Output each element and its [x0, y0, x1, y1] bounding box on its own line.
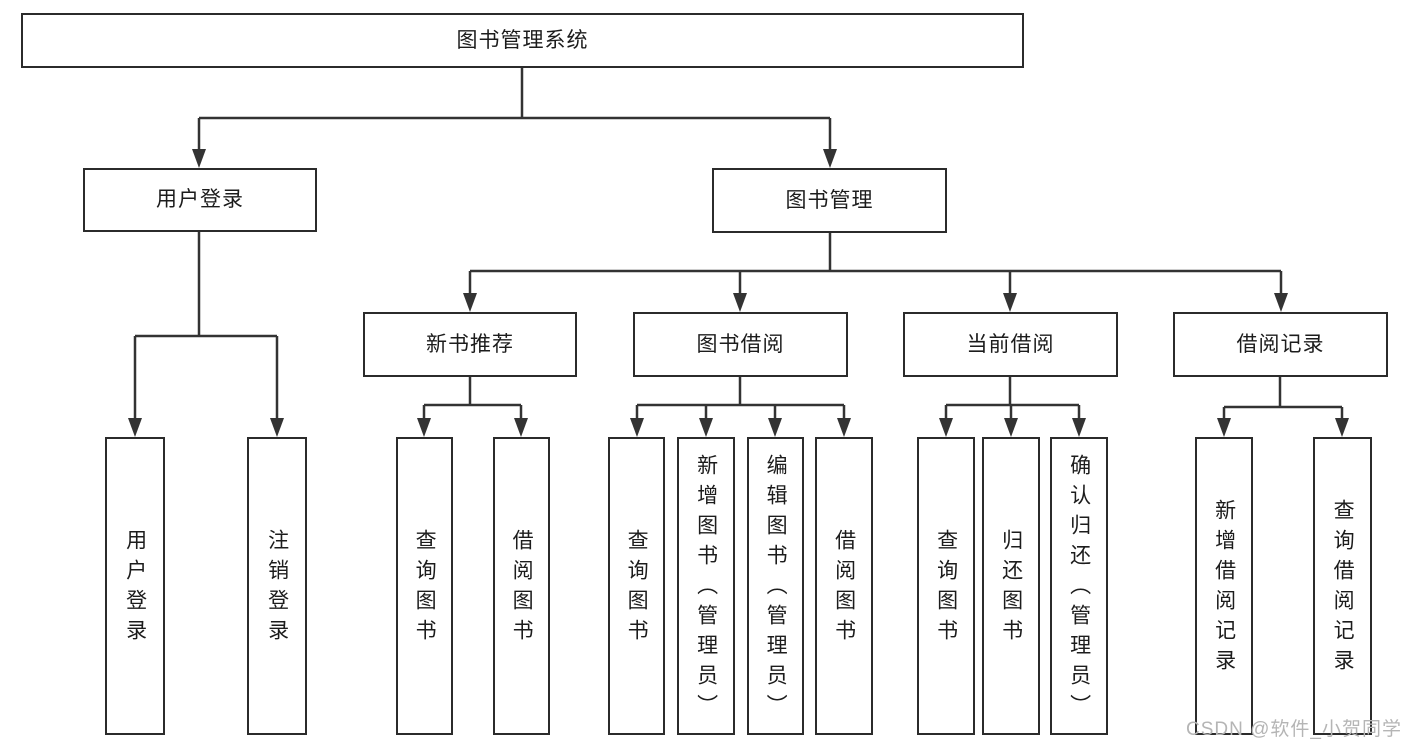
node-user-login: 用户登录	[83, 168, 317, 232]
leaf-query-borrow-record: 查询借阅记录	[1313, 437, 1372, 735]
leaf-confirm-return-admin: 确认归还（管理员）	[1050, 437, 1108, 735]
leaf-logout: 注销登录	[247, 437, 307, 735]
leaf-add-books-admin: 新增图书（管理员）	[677, 437, 735, 735]
leaf-query-books-2: 查询图书	[608, 437, 665, 735]
leaf-borrow-books-1: 借阅图书	[493, 437, 550, 735]
leaf-query-books-1: 查询图书	[396, 437, 453, 735]
node-current-borrow: 当前借阅	[903, 312, 1118, 377]
leaf-user-login: 用户登录	[105, 437, 165, 735]
leaf-borrow-books-2: 借阅图书	[815, 437, 873, 735]
leaf-return-books: 归还图书	[982, 437, 1040, 735]
leaf-query-books-3: 查询图书	[917, 437, 975, 735]
node-new-books: 新书推荐	[363, 312, 577, 377]
node-borrow-records: 借阅记录	[1173, 312, 1388, 377]
node-book-mgmt: 图书管理	[712, 168, 947, 233]
watermark: CSDN @软件_小贺同学	[1186, 719, 1402, 740]
leaf-edit-books-admin: 编辑图书（管理员）	[747, 437, 804, 735]
node-book-borrow: 图书借阅	[633, 312, 848, 377]
leaf-add-borrow-record: 新增借阅记录	[1195, 437, 1253, 735]
node-root: 图书管理系统	[21, 13, 1024, 68]
